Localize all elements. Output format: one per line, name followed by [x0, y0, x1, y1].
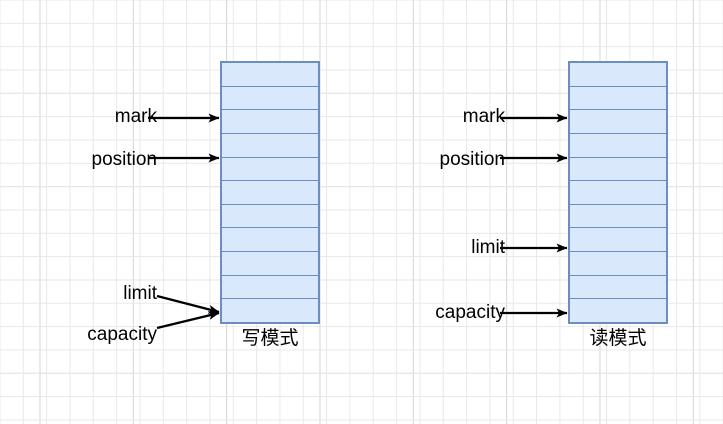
buffer-cell [570, 181, 666, 205]
caption-read-mode: 读模式 [589, 328, 647, 349]
annotation-label-read-position: position [439, 149, 506, 170]
buffer-cell [222, 275, 318, 300]
arrow-write-limit [156, 294, 220, 314]
annotation-label-write-limit: limit [123, 283, 157, 304]
buffer-cell [570, 299, 666, 323]
annotation-label-write-capacity: capacity [87, 324, 157, 345]
buffer-cell [570, 157, 666, 182]
buffer-cell [222, 204, 318, 229]
buffer-cell [222, 252, 318, 276]
buffer-cell [222, 133, 318, 158]
buffer-column-read-mode[interactable] [568, 61, 668, 324]
caption-write-mode: 写模式 [241, 328, 299, 349]
buffer-cell [222, 110, 318, 134]
buffer-cell [222, 228, 318, 253]
buffer-cell [570, 228, 666, 253]
annotation-label-write-mark: mark [114, 106, 157, 127]
arrow-write-capacity [156, 311, 220, 330]
buffer-cell [570, 63, 666, 87]
annotation-label-write-position: position [91, 149, 158, 170]
buffer-cell [222, 181, 318, 205]
annotation-label-read-limit: limit [471, 237, 505, 258]
annotation-label-read-mark: mark [462, 106, 505, 127]
buffer-cell [570, 275, 666, 300]
buffer-cell [570, 204, 666, 229]
buffer-cell [222, 299, 318, 323]
buffer-cell [570, 86, 666, 111]
buffer-column-write-mode[interactable] [220, 61, 320, 324]
buffer-cell [222, 157, 318, 182]
buffer-cell [570, 110, 666, 134]
buffer-cell [222, 63, 318, 87]
annotation-label-read-capacity: capacity [435, 302, 505, 323]
buffer-cell [570, 252, 666, 276]
buffer-cell [222, 86, 318, 111]
buffer-cell [570, 133, 666, 158]
